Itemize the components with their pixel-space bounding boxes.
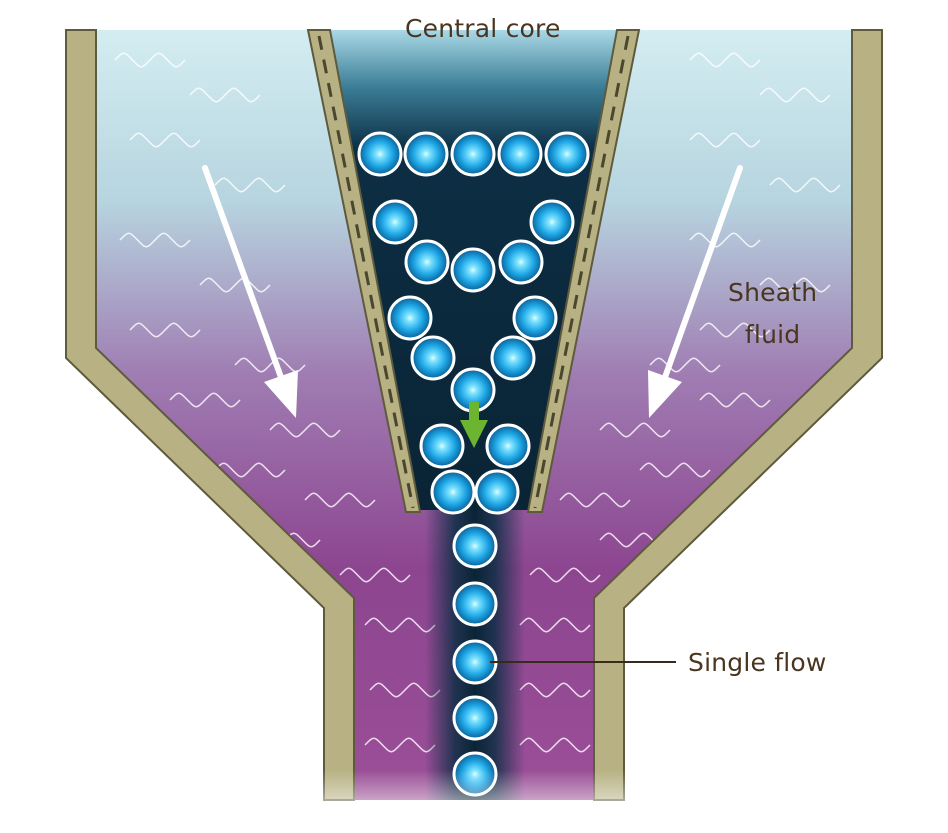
wave-line [559,492,631,508]
particle [450,247,496,293]
sheath-fluid-label-line2: fluid [744,320,801,349]
sheath-fluid-label-line1: Sheath [728,278,818,307]
wave-line [689,52,761,68]
particle [419,423,465,469]
wave-line [169,392,241,408]
wave-line [519,617,591,633]
particle [452,523,498,569]
particle [497,131,543,177]
wave-line [699,322,771,338]
wave-line [759,277,831,293]
wave-line [119,232,191,248]
particle [490,335,536,381]
sheath-flow-arrow-right [648,165,743,418]
particle [403,131,449,177]
particle [372,199,418,245]
wave-line [519,737,591,753]
particle [430,469,476,515]
wave-line [269,422,341,438]
wave-line [519,682,591,698]
wave-line [364,617,436,633]
wave-line [199,277,271,293]
particle [512,295,558,341]
particle [498,239,544,285]
particle [452,581,498,627]
single-flow-label: Single flow [688,648,827,677]
wave-line [649,357,721,373]
particle [529,199,575,245]
particle [452,639,498,685]
particle [474,469,520,515]
wave-line [189,87,261,103]
particle [452,695,498,741]
particle [450,131,496,177]
wave-line [214,177,286,193]
wave-line [529,567,601,583]
core-nozzle-wall-right [526,29,641,513]
wave-line [304,492,376,508]
wave-line [699,392,771,408]
wave-line [364,737,436,753]
wave-line [114,52,186,68]
particle [410,335,456,381]
wave-line [599,422,671,438]
particle [387,295,433,341]
green-flow-arrow [460,402,488,448]
wave-line [214,462,286,478]
central-core-label: Central core [405,14,561,43]
wave-line [129,132,201,148]
wave-line [769,177,841,193]
wave-line [339,567,411,583]
particle [404,239,450,285]
wave-line [759,87,831,103]
bottom-fade [300,770,650,833]
wave-line [689,232,761,248]
sheath-flow-arrow-left [202,165,298,418]
particle [485,423,531,469]
wave-line [129,322,201,338]
particle [357,131,403,177]
wave-line [234,357,306,373]
nozzle-wall-dashes [317,35,630,509]
particle [544,131,590,177]
wave-line [639,462,711,478]
sheath-fluid-label: Sheath fluid [728,272,817,356]
core-nozzle-wall-left [306,29,422,513]
wave-line [689,132,761,148]
